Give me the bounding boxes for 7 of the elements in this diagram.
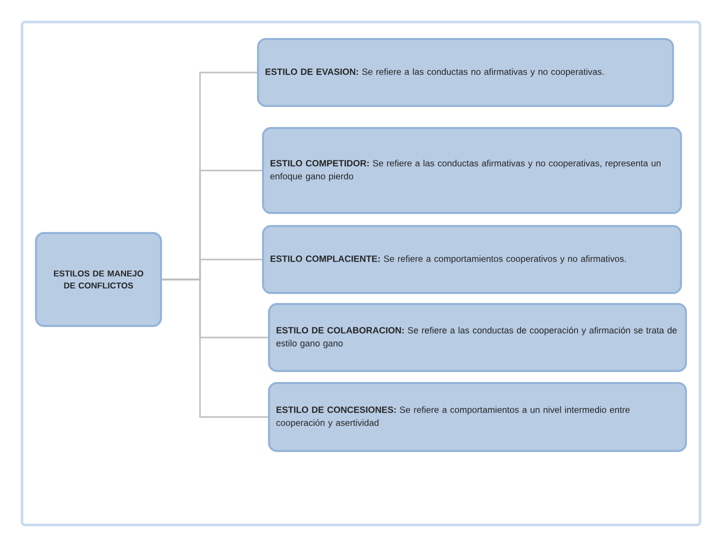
style-box: ESTILO DE EVASION: Se refiere a las conductas no afirmativas y no cooperativas. [257, 38, 674, 107]
style-box: ESTILO COMPETIDOR: Se refiere a las conductas afirmativas y no cooperativas, representa un enfoque gano pierdo [262, 127, 682, 214]
style-box: ESTILO DE COLABORACION: Se refiere a las conductas de cooperación y afirmación se trata de estilo gano gano [268, 303, 687, 372]
topic-box: ESTILOS DE MANEJO DE CONFLICTOS [35, 232, 162, 327]
bracket-line [162, 278, 268, 418]
style-box: ESTILO COMPLACIENTE: Se refiere a comportamientos cooperativos y no afirmativos. [262, 225, 682, 294]
style-box: ESTILO DE CONCESIONES: Se refiere a comportamientos a un nivel intermedio entre cooperación y asertividad [268, 382, 687, 452]
